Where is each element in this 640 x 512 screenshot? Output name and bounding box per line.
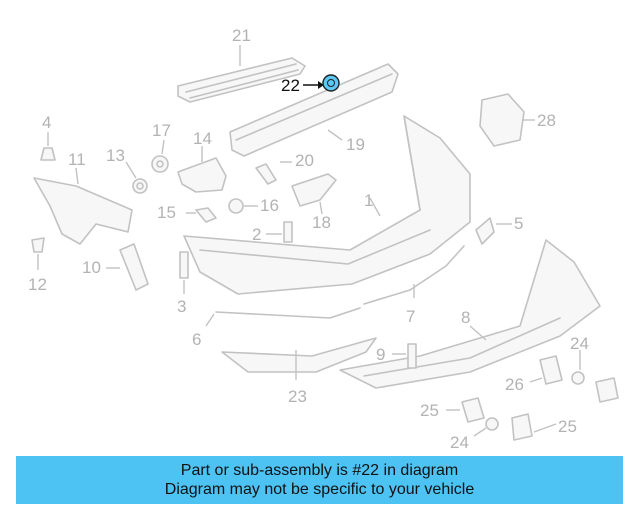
part-7-strip[interactable] <box>363 245 465 305</box>
part-18-bracket[interactable] <box>291 173 337 207</box>
info-banner: Part or sub-assembly is #22 in diagram D… <box>16 456 623 504</box>
part-1-bumper-cover[interactable] <box>183 115 471 295</box>
callout-26: 25 <box>420 401 439 420</box>
part-21-absorber[interactable] <box>177 57 306 103</box>
part-25-sensor-ring-upper[interactable] <box>571 371 585 385</box>
callout-20: 20 <box>295 151 314 170</box>
callout-23: 23 <box>288 387 307 406</box>
callout-25-lower: 24 <box>450 433 469 452</box>
part-6-strip[interactable] <box>215 307 361 319</box>
callout-10: 10 <box>82 258 101 277</box>
callout-4: 4 <box>42 113 51 132</box>
callout-28: 28 <box>537 111 556 130</box>
callout-8: 8 <box>461 308 470 327</box>
part-10-bracket[interactable] <box>119 243 149 291</box>
callout-24: 25 <box>558 417 577 436</box>
callout-11: 11 <box>68 150 86 169</box>
part-15-screw[interactable] <box>195 207 217 223</box>
callout-13: 13 <box>106 146 125 165</box>
part-22-clip[interactable] <box>322 74 340 92</box>
part-9-bolt[interactable] <box>407 343 417 369</box>
part-3-stud[interactable] <box>179 251 189 279</box>
part-24-sensor[interactable] <box>511 377 619 441</box>
part-13-nut[interactable] <box>132 178 148 194</box>
part-25-sensor-ring-lower[interactable] <box>485 417 499 431</box>
part-17-grommet[interactable] <box>151 155 169 173</box>
part-16-nut[interactable] <box>228 198 244 214</box>
banner-line-part: Part or sub-assembly is #22 in diagram <box>180 462 459 479</box>
part-4-clip[interactable] <box>40 147 56 161</box>
callout-3: 3 <box>177 297 186 316</box>
callout-7: 7 <box>406 307 415 326</box>
callout-5: 5 <box>514 214 523 233</box>
part-23-reflector[interactable] <box>221 337 377 373</box>
callout-22: 22 <box>281 76 300 95</box>
callout-17: 17 <box>152 121 171 140</box>
callout-18: 18 <box>312 213 331 232</box>
callout-21: 21 <box>232 26 251 45</box>
part-2-bolt[interactable] <box>283 221 293 243</box>
callout-1: 1 <box>364 191 373 210</box>
part-20-bolt[interactable] <box>255 163 277 185</box>
part-5-clip[interactable] <box>475 217 495 245</box>
callout-6: 6 <box>192 330 201 349</box>
part-28-module[interactable] <box>479 93 525 147</box>
callout-14: 14 <box>193 129 212 148</box>
banner-line-disclaimer: Diagram may not be specific to your vehi… <box>164 481 475 498</box>
part-27-bracket[interactable] <box>539 355 563 385</box>
part-26-bracket[interactable] <box>461 397 485 423</box>
callout-16: 16 <box>260 196 279 215</box>
part-11-bracket[interactable] <box>33 177 133 245</box>
callout-15: 15 <box>157 203 176 222</box>
part-12-screw[interactable] <box>31 237 45 253</box>
parts-diagram: 21 19 22 28 1 4 11 13 <box>28 26 619 452</box>
callout-27: 26 <box>505 375 524 394</box>
callout-9: 9 <box>376 345 385 364</box>
part-14-bracket[interactable] <box>177 157 227 193</box>
callout-19: 19 <box>346 135 365 154</box>
callout-25-upper: 24 <box>570 334 589 353</box>
callout-12: 12 <box>28 275 47 294</box>
part-19-reinforcement[interactable] <box>229 63 399 157</box>
callout-2: 2 <box>252 225 261 244</box>
part-8-diffuser[interactable] <box>339 239 601 389</box>
